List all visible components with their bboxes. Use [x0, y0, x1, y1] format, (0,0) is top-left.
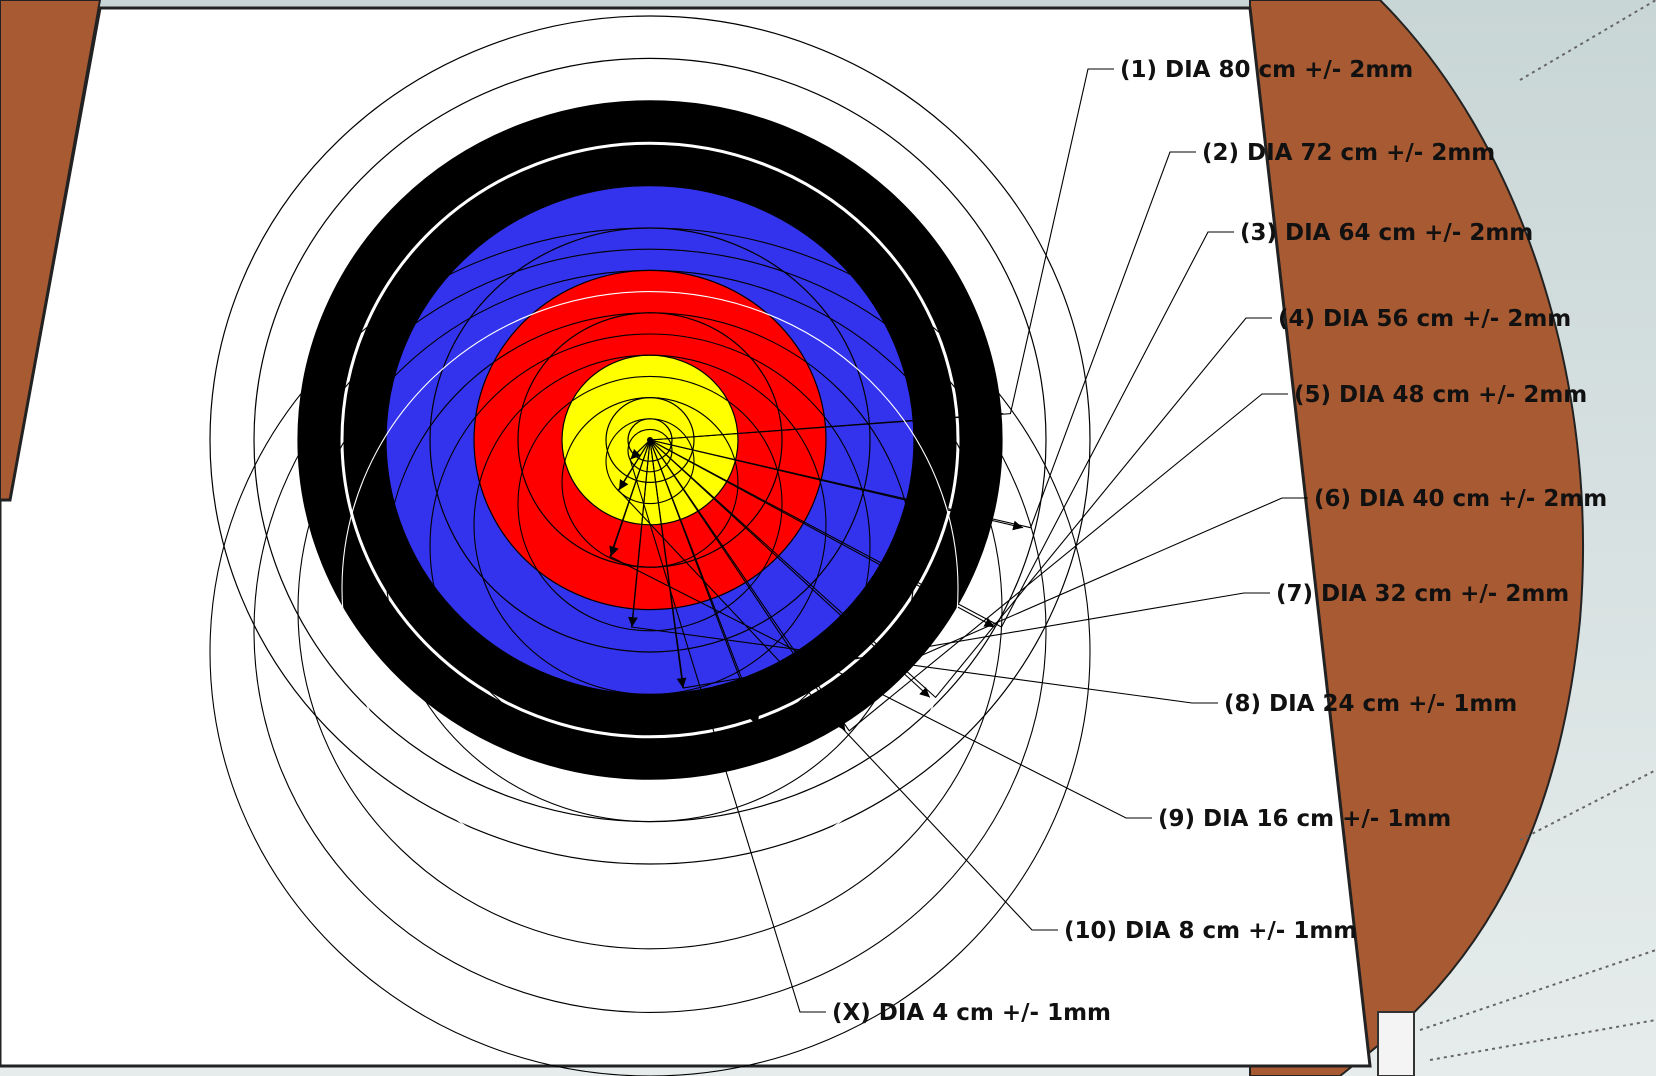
dimension-ring-11	[627, 428, 673, 473]
guide-line-1	[1519, 0, 1656, 81]
center-mark	[647, 437, 653, 443]
dimension-label-10: (10) DIA 8 cm +/- 1mm	[1064, 918, 1357, 944]
leader-line-1	[649, 68, 1114, 441]
leader-line-9	[609, 439, 1152, 819]
dimension-label-2: (2) DIA 72 cm +/- 2mm	[1202, 140, 1495, 166]
radius-arrow-3	[649, 439, 995, 628]
leader-line-2	[649, 151, 1196, 529]
dimension-label-11: (X) DIA 4 cm +/- 1mm	[832, 1000, 1111, 1026]
dimension-ring-3	[297, 269, 1003, 950]
guide-line-2	[1519, 769, 1656, 841]
dimension-label-8: (8) DIA 24 cm +/- 1mm	[1224, 691, 1517, 717]
dimension-labels: (1) DIA 80 cm +/- 2mm (2) DIA 72 cm +/- 2…	[832, 57, 1607, 1026]
dimension-ring-6	[429, 333, 871, 759]
leader-line-11	[629, 439, 826, 1013]
stand-foot-block	[1377, 1011, 1415, 1076]
dimension-ring-2	[253, 248, 1047, 1013]
guide-line-4	[1429, 1019, 1656, 1061]
dimension-ring-4	[341, 291, 959, 886]
leader-line-8	[631, 439, 1218, 704]
dimension-label-9: (9) DIA 16 cm +/- 1mm	[1158, 806, 1451, 832]
dimension-label-6: (6) DIA 40 cm +/- 2mm	[1314, 486, 1607, 512]
dimension-label-3: (3) DIA 64 cm +/- 2mm	[1240, 220, 1533, 246]
leader-line-7	[649, 439, 1270, 689]
dimension-label-4: (4) DIA 56 cm +/- 2mm	[1278, 306, 1571, 332]
dimension-ring-8	[517, 375, 783, 632]
dimension-ring-9	[561, 397, 739, 568]
leader-line-5	[649, 393, 1288, 732]
dimension-ring-5	[385, 312, 915, 823]
dimension-label-1: (1) DIA 80 cm +/- 2mm	[1120, 57, 1413, 83]
dimension-ring-1	[209, 227, 1091, 1076]
leader-line-4	[649, 317, 1272, 699]
dimension-label-7: (7) DIA 32 cm +/- 2mm	[1276, 581, 1569, 607]
dimension-label-5: (5) DIA 48 cm +/- 2mm	[1294, 382, 1587, 408]
dimension-ring-10	[605, 418, 695, 505]
dimension-ring-7	[473, 354, 827, 695]
dimension-lines	[209, 68, 1308, 1076]
